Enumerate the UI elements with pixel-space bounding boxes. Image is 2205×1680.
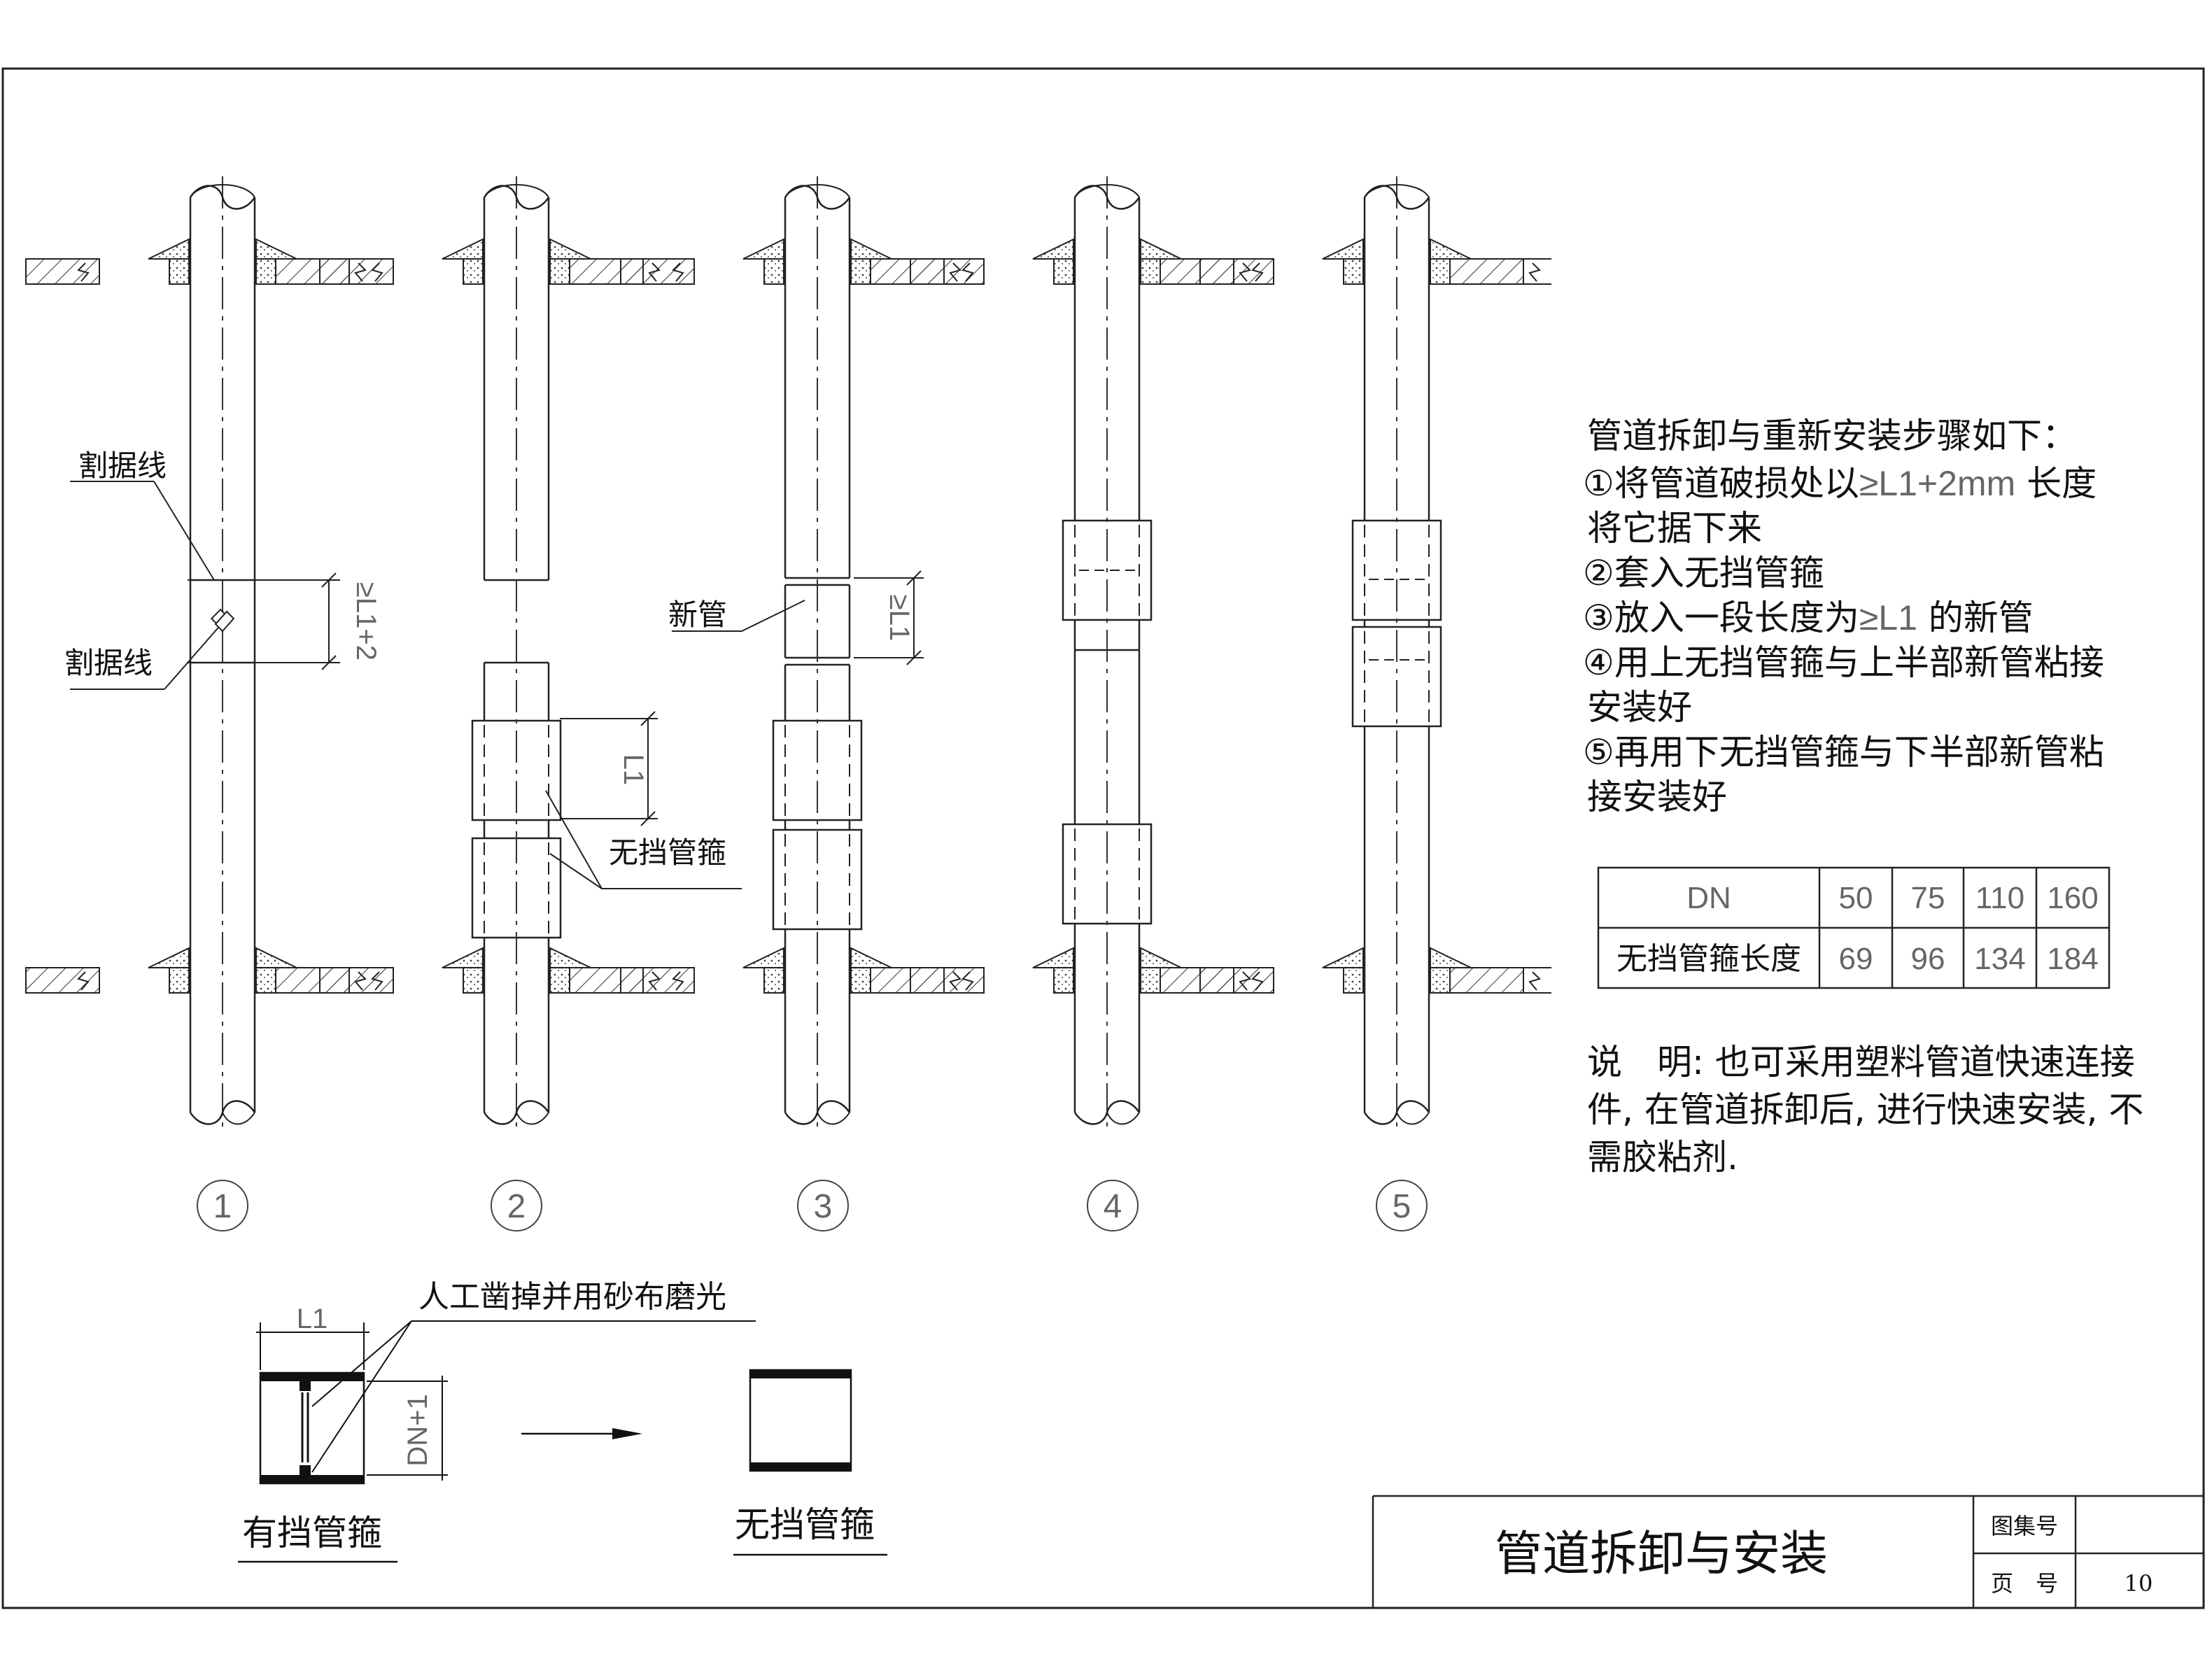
- step-1-circle: [197, 1180, 248, 1231]
- pipe-sequence: [25, 176, 1551, 1134]
- atlas-number-label: 图集号: [1991, 1513, 2058, 1539]
- table-dn-value: 110: [1975, 881, 2024, 915]
- step4-line2: 安装好: [1587, 687, 1692, 728]
- step-2-circle: [491, 1180, 542, 1231]
- pipe-step-3: [620, 176, 972, 1134]
- coupling-no-stop-label: 无挡管箍: [609, 835, 726, 870]
- table-length-value: 69: [1839, 942, 1873, 976]
- pipe-step-5: [1199, 176, 1551, 1134]
- step-1-number: 1: [213, 1188, 232, 1225]
- dim-detail-l1: L1: [297, 1304, 328, 1334]
- dim-detail-dn1: DN+1: [402, 1394, 433, 1466]
- step1-annotations: [70, 481, 340, 690]
- note-line-1: 说 明: 也可采用塑料管道快速连接: [1587, 1042, 2135, 1082]
- step-4-number: 4: [1104, 1188, 1122, 1225]
- step-3-number: 3: [814, 1188, 833, 1225]
- page-number-value: 10: [2125, 1570, 2153, 1597]
- step2-annotations: [545, 711, 742, 889]
- title-block: [1372, 1495, 2204, 1608]
- step4-line: ④用上无挡管箍与上半部新管粘接: [1583, 642, 2104, 683]
- table-dn-value: 75: [1911, 881, 1945, 915]
- step-5-circle: [1376, 1180, 1428, 1231]
- drawing-title: 管道拆卸与安装: [1495, 1527, 1828, 1582]
- table-dn-value: 160: [2047, 881, 2098, 915]
- step3-annotations: [672, 570, 924, 665]
- table-length-value: 96: [1911, 942, 1945, 976]
- dim-coupling-length: L1: [618, 754, 649, 786]
- cut-line-label-bottom: 割据线: [64, 646, 153, 680]
- note-line-3: 需胶粘剂.: [1587, 1137, 1738, 1178]
- sheet-border: [1, 67, 2205, 1609]
- pipe-step-2: [319, 176, 671, 1134]
- steps-panel: 管道拆卸与重新安装步骤如下： ①将管道破损处以≥L1+2mm 长度 将它据下来 …: [1583, 416, 2104, 817]
- table-dn-value: 50: [1839, 881, 1873, 915]
- no-stop-coupling-label: 无挡管箍: [735, 1504, 875, 1545]
- step-2-number: 2: [507, 1188, 526, 1225]
- stopped-coupling-drawing: [238, 1320, 756, 1563]
- step-number-markers: 1 2 3 4 5: [197, 1180, 1428, 1231]
- step-3-circle: [797, 1180, 849, 1231]
- table-row-label: 无挡管箍长度: [1616, 941, 1801, 977]
- step2-line: ②套入无挡管箍: [1583, 553, 1824, 593]
- table-header-dn: DN: [1686, 881, 1731, 915]
- cut-line-label-top: 割据线: [78, 449, 167, 483]
- dim-new-pipe-length: ≥L1: [884, 595, 915, 641]
- note-block: 说 明: 也可采用塑料管道快速连接 件, 在管道拆卸后, 进行快速安装, 不 需…: [1587, 1042, 2143, 1178]
- stopped-coupling-label: 有挡管箍: [242, 1513, 382, 1553]
- step1-line: ①将管道破损处以≥L1+2mm 长度: [1583, 463, 2097, 504]
- table-length-value: 134: [1974, 942, 2025, 976]
- coupling-length-table: [1597, 866, 2111, 989]
- new-pipe-label: 新管: [668, 598, 727, 632]
- no-stop-coupling-drawing: [733, 1369, 887, 1556]
- table-length-value: 184: [2047, 942, 2098, 976]
- step3-line: ③放入一段长度为≥L1 的新管: [1583, 598, 2034, 638]
- dim-cut-length: ≥L1+2: [351, 582, 381, 661]
- steps-heading: 管道拆卸与重新安装步骤如下：: [1587, 416, 2077, 456]
- table-values: 50 75 110 160 69 96 134 184: [1839, 881, 2099, 976]
- coupling-detail: L1 DN+1 人工凿掉并用砂布磨光 有挡管箍 无挡管箍: [238, 1279, 887, 1563]
- step-4-circle: [1087, 1180, 1139, 1231]
- chisel-note: 人工凿掉并用砂布磨光: [418, 1279, 726, 1315]
- arrow-icon: [521, 1428, 642, 1439]
- note-line-2: 件, 在管道拆卸后, 进行快速安装, 不: [1587, 1089, 2143, 1130]
- page-number-label: 页 号: [1991, 1570, 2058, 1597]
- step1-line2: 将它据下来: [1587, 508, 1762, 549]
- step5-line2: 接安装好: [1587, 777, 1727, 817]
- step-5-number: 5: [1393, 1188, 1411, 1225]
- step5-line: ⑤再用下无挡管箍与下半部新管粘: [1583, 732, 2104, 772]
